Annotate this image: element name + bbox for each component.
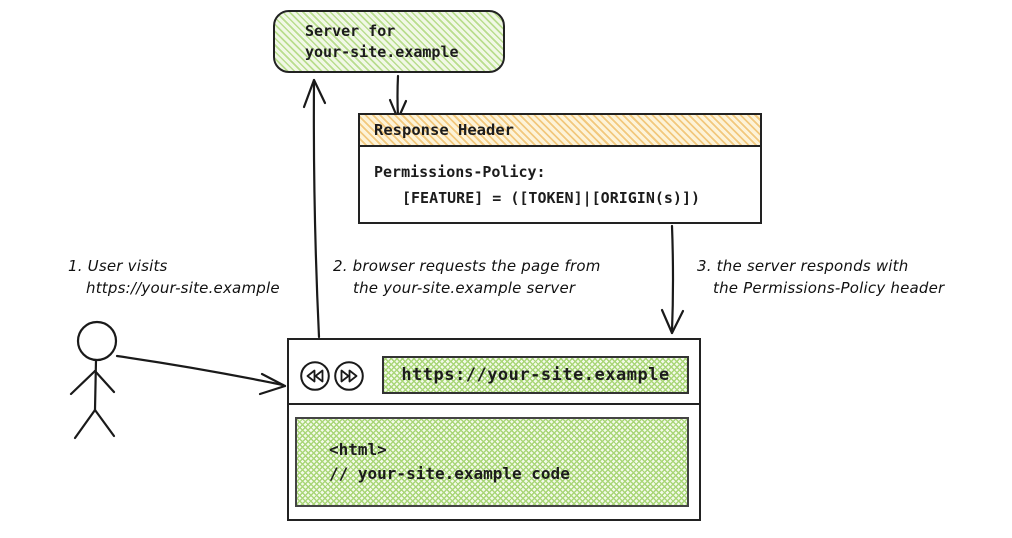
rewind-icon [300, 361, 330, 391]
server-box: Server for your-site.example [273, 10, 505, 73]
browser-toolbar: https://your-site.example [289, 340, 699, 405]
stick-figure-user [69, 320, 118, 440]
annotation-step-2: 2. browser requests the page from the yo… [333, 255, 601, 299]
annotation-1-line1: 1. User visits [68, 257, 168, 275]
annotation-3-line1: 3. the server responds with [697, 257, 909, 275]
policy-syntax: [FEATURE] = ([TOKEN]|[ORIGIN(s)]) [402, 189, 701, 207]
content-line1: <html> [329, 440, 387, 459]
arrow-response-to-browser [660, 224, 685, 335]
url-bar[interactable]: https://your-site.example [382, 356, 689, 394]
response-header-box: Response Header Permissions-Policy: [FEA… [358, 113, 762, 224]
back-button[interactable] [299, 360, 331, 392]
forward-button[interactable] [333, 360, 365, 392]
policy-name: Permissions-Policy: [374, 163, 546, 181]
annotation-step-3: 3. the server responds with the Permissi… [697, 255, 944, 299]
server-label-line1: Server for [305, 21, 396, 40]
arrow-user-to-browser [115, 354, 287, 396]
annotation-2-line1: 2. browser requests the page from [333, 257, 601, 275]
content-line2: // your-site.example code [329, 464, 570, 483]
annotation-1-line2: https://your-site.example [86, 279, 280, 297]
annotation-step-1: 1. User visits https://your-site.example [68, 255, 280, 299]
fast-forward-icon [334, 361, 364, 391]
server-label-line2: your-site.example [305, 42, 459, 61]
response-header-title: Response Header [360, 115, 760, 147]
annotation-3-line2: the Permissions-Policy header [713, 279, 945, 297]
annotation-2-line2: the your-site.example server [353, 279, 576, 297]
browser-window: https://your-site.example <html> // your… [287, 338, 701, 521]
arrow-browser-to-server [302, 78, 327, 339]
page-content-box: <html> // your-site.example code [295, 417, 689, 507]
response-header-body: Permissions-Policy: [FEATURE] = ([TOKEN]… [360, 147, 760, 211]
